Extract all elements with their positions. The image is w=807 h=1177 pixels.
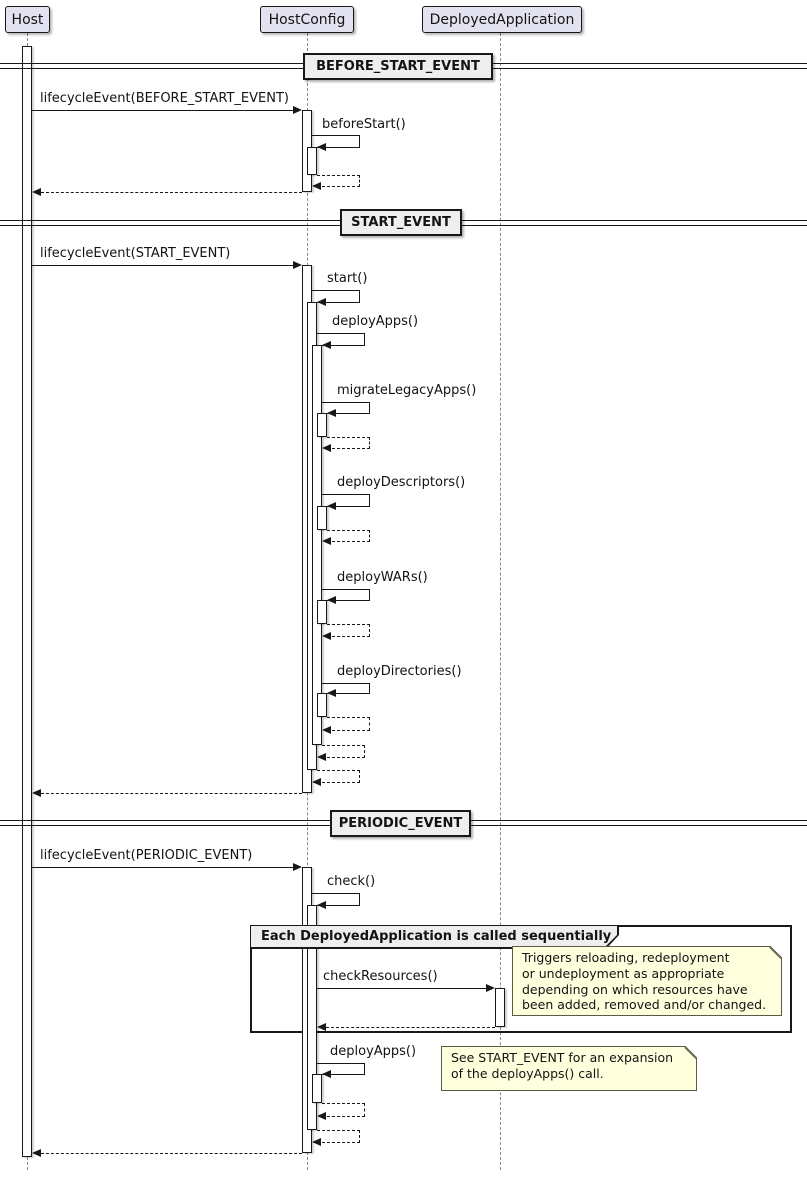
arrowhead-icon xyxy=(486,984,495,992)
self-return-migrate-legacy-apps xyxy=(327,437,370,449)
participant-label: HostConfig xyxy=(268,11,346,28)
self-call-deploy-directories xyxy=(322,683,370,694)
arrowhead-icon xyxy=(32,188,41,196)
arrowhead-icon xyxy=(327,596,336,604)
divider-label-text: PERIODIC_EVENT xyxy=(338,816,463,831)
message-label-migrate-legacy-apps: migrateLegacyApps() xyxy=(337,383,477,398)
group-frame-label: Each DeployedApplication is called seque… xyxy=(251,926,617,947)
arrowhead-icon xyxy=(317,901,326,909)
activation-bar-deploy-wars xyxy=(317,600,327,624)
activation-bar-hostconfig-s2-l3 xyxy=(312,345,322,745)
arrowhead-icon xyxy=(293,863,302,871)
self-call-deploy-wars xyxy=(322,589,370,601)
participant-hostconfig: HostConfig xyxy=(260,6,354,33)
message-label-lifecycle-periodic: lifecycleEvent(PERIODIC_EVENT) xyxy=(40,848,253,863)
activation-bar-hostconfig-s3-l3 xyxy=(312,1074,322,1103)
arrowhead-icon xyxy=(32,1149,41,1157)
self-return-check xyxy=(317,1130,360,1143)
self-call-deploy-apps-periodic xyxy=(317,1063,365,1075)
message-line-lifecycle-before-start xyxy=(32,110,293,111)
activation-bar-migrate-legacy-apps xyxy=(317,413,327,437)
note-deploy-apps: See START_EVENT for an expansion of the … xyxy=(442,1047,696,1090)
message-label-deploy-apps-periodic: deployApps() xyxy=(330,1044,417,1059)
activation-bar-deployedapplication xyxy=(495,988,505,1027)
arrowhead-icon xyxy=(322,632,331,640)
self-call-before-start xyxy=(312,135,360,148)
arrowhead-icon xyxy=(322,537,331,545)
arrowhead-icon xyxy=(312,778,321,786)
arrowhead-icon xyxy=(293,106,302,114)
message-line-lifecycle-periodic xyxy=(32,867,293,868)
arrowhead-icon xyxy=(32,789,41,797)
participant-host: Host xyxy=(5,6,50,33)
self-return-deploy-wars xyxy=(327,624,370,637)
note-check-resources: Triggers reloading, redeployment or unde… xyxy=(513,947,781,1015)
message-label-deploy-wars: deployWARs() xyxy=(337,570,428,585)
activation-bar-hostconfig-s1-l2 xyxy=(307,147,317,175)
message-label-deploy-descriptors: deployDescriptors() xyxy=(337,475,466,490)
arrowhead-icon xyxy=(317,753,326,761)
participant-deployedapplication: DeployedApplication xyxy=(422,6,582,33)
arrowhead-icon xyxy=(312,182,321,190)
return-line-check-resources xyxy=(326,1027,495,1028)
group-frame-label-text: Each DeployedApplication is called seque… xyxy=(261,929,612,944)
arrowhead-icon xyxy=(322,341,331,349)
activation-bar-host xyxy=(22,46,32,1157)
self-return-deploy-directories xyxy=(327,717,370,731)
divider-label-text: BEFORE_START_EVENT xyxy=(316,59,480,74)
self-call-check xyxy=(312,893,360,906)
self-return-deploy-apps xyxy=(322,745,365,758)
divider-start-event: START_EVENT xyxy=(340,209,462,236)
message-label-lifecycle-start: lifecycleEvent(START_EVENT) xyxy=(40,246,231,261)
self-return-before-start xyxy=(317,175,360,187)
divider-label-text: START_EVENT xyxy=(351,215,451,230)
divider-before-start-event: BEFORE_START_EVENT xyxy=(303,53,493,80)
self-return-deploy-descriptors xyxy=(327,530,370,542)
arrowhead-icon xyxy=(317,1112,326,1120)
arrowhead-icon xyxy=(322,1070,331,1078)
message-label-deploy-apps: deployApps() xyxy=(332,314,419,329)
activation-bar-deploy-directories xyxy=(317,693,327,717)
arrowhead-icon xyxy=(322,726,331,734)
message-label-start: start() xyxy=(327,271,368,286)
participant-label: DeployedApplication xyxy=(429,11,575,28)
message-label-before-start: beforeStart() xyxy=(322,117,406,132)
message-label-check: check() xyxy=(327,874,376,889)
message-label-deploy-directories: deployDirectories() xyxy=(337,664,462,679)
arrowhead-icon xyxy=(317,1023,326,1031)
activation-bar-deploy-descriptors xyxy=(317,506,327,530)
arrowhead-icon xyxy=(322,444,331,452)
participant-label: Host xyxy=(11,11,44,28)
arrowhead-icon xyxy=(317,143,326,151)
message-line-check-resources xyxy=(317,988,486,989)
lifeline-deployedapplication xyxy=(500,33,501,1170)
self-call-deploy-apps xyxy=(317,333,365,346)
message-label-check-resources: checkResources() xyxy=(323,969,438,984)
arrowhead-icon xyxy=(317,298,326,306)
return-line-to-host-1 xyxy=(41,192,302,193)
arrowhead-icon xyxy=(327,689,336,697)
arrowhead-icon xyxy=(327,409,336,417)
return-line-to-host-3 xyxy=(41,1153,302,1154)
return-line-to-host-2 xyxy=(41,793,302,794)
self-call-migrate-legacy-apps xyxy=(322,402,370,414)
self-return-start xyxy=(317,770,360,783)
self-call-start xyxy=(312,290,360,303)
self-return-deploy-apps-periodic xyxy=(322,1103,365,1117)
arrowhead-icon xyxy=(293,261,302,269)
divider-periodic-event: PERIODIC_EVENT xyxy=(330,810,471,837)
arrowhead-icon xyxy=(327,502,336,510)
self-call-deploy-descriptors xyxy=(322,494,370,507)
message-label-lifecycle-before-start: lifecycleEvent(BEFORE_START_EVENT) xyxy=(40,91,289,106)
message-line-lifecycle-start xyxy=(32,265,293,266)
arrowhead-icon xyxy=(312,1138,321,1146)
